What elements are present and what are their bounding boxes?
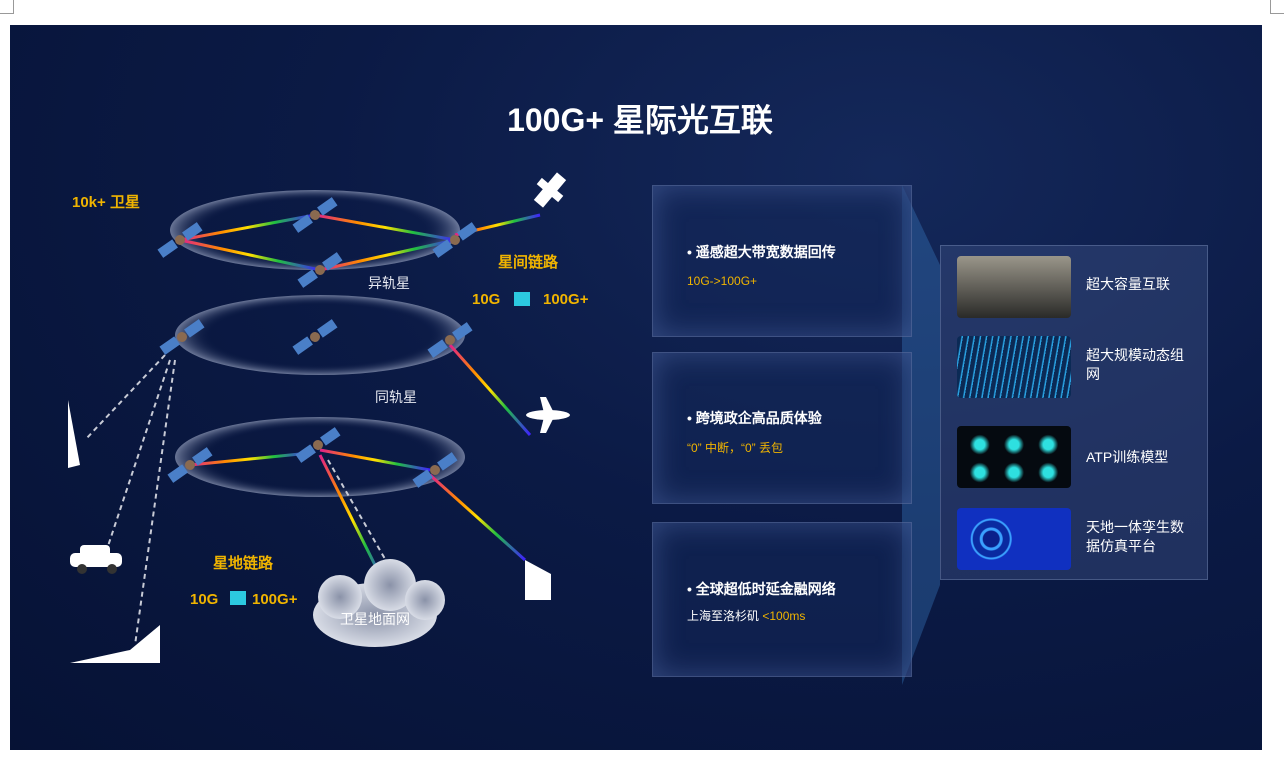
isl-from: 10G: [472, 291, 501, 308]
airplane-icon: [526, 397, 570, 433]
satellite-terminal-icon: [533, 172, 567, 208]
upgrade-arrow-icon: [514, 292, 530, 306]
slide: 100G+ 星际光互联 10k+ 卫星 星间链路 10G 100G+ 异轨星 同…: [10, 25, 1262, 750]
crop-mark: [1270, 0, 1284, 14]
network-image: [957, 336, 1071, 398]
ground-station-icon: [68, 400, 80, 468]
isl-to: 100G+: [543, 291, 589, 308]
sgl-label: 星地链路: [213, 555, 274, 572]
satellite-icons: [157, 197, 478, 488]
ground-network-label: 卫星地面网: [340, 611, 410, 627]
capability-label: ATP训练模型: [1086, 449, 1169, 465]
car-icon: [70, 545, 122, 574]
ship-icon: [525, 560, 551, 600]
upgrade-arrow-icon: [230, 591, 246, 605]
scenario-card: • 遥感超大带宽数据回传 10G->100G+: [652, 185, 912, 337]
capability-label: 超大规模动态组网: [1086, 347, 1184, 382]
hardware-image: [957, 256, 1071, 318]
capability-label: 天地一体孪生数据仿真平台: [1086, 519, 1184, 554]
isl-label: 星间链路: [498, 254, 559, 271]
digital-twin-image: [957, 508, 1071, 570]
scenario-detail: 10G->100G+: [687, 274, 758, 288]
ground-network-cloud: [313, 559, 445, 647]
sgl-from: 10G: [190, 591, 219, 608]
crop-mark: [0, 0, 14, 14]
scenario-card: • 全球超低时延金融网络 上海至洛杉矶 <100ms: [652, 522, 912, 677]
atp-image: [957, 426, 1071, 488]
mountain-hikers-icon: [70, 625, 160, 663]
diff-orbit-label: 异轨星: [368, 275, 410, 291]
scenario-detail: “0” 中断，“0” 丢包: [687, 441, 784, 455]
capabilities-panel: 超大容量互联 超大规模动态组网 ATP训练模型 天地一体孪生数据仿真平台: [940, 245, 1208, 580]
capability-label: 超大容量互联: [1086, 276, 1170, 292]
satellites-label: 10k+ 卫星: [72, 194, 140, 211]
page-title: 100G+ 星际光互联: [507, 102, 773, 138]
scenario-heading: • 全球超低时延金融网络: [687, 581, 836, 597]
sgl-to: 100G+: [252, 591, 298, 608]
same-orbit-label: 同轨星: [375, 389, 417, 405]
scenario-heading: • 遥感超大带宽数据回传: [687, 244, 836, 260]
optical-links: [179, 213, 541, 586]
orbit-ring: [170, 190, 460, 270]
scenario-detail: 上海至洛杉矶 <100ms: [687, 609, 806, 623]
scenario-card: • 跨境政企高品质体验 “0” 中断，“0” 丢包: [652, 352, 912, 504]
terminal-icons: [68, 172, 570, 663]
scenario-heading: • 跨境政企高品质体验: [687, 410, 822, 426]
